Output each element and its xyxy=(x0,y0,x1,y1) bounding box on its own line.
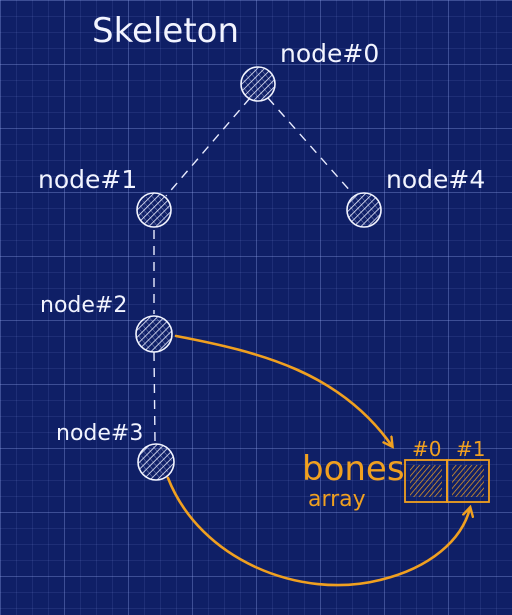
edge-node0-node4 xyxy=(267,97,353,194)
node-1-label: node#1 xyxy=(38,165,137,194)
node-4-label: node#4 xyxy=(386,165,485,194)
bones-sublabel: array xyxy=(308,487,366,512)
hierarchy-edges xyxy=(153,97,353,443)
node-1: node#1 xyxy=(38,165,172,228)
bones-array: bones array #0 #1 xyxy=(302,437,490,512)
bones-cell-0: #0 xyxy=(404,437,448,503)
node-2: node#2 xyxy=(40,293,173,353)
node-3: node#3 xyxy=(56,421,175,481)
edge-node0-node1 xyxy=(165,97,251,197)
node-0-label: node#0 xyxy=(280,39,379,68)
node-4: node#4 xyxy=(346,165,485,228)
bones-cell-0-label: #0 xyxy=(412,437,441,461)
edge-node2-node3 xyxy=(153,351,156,443)
node-3-label: node#3 xyxy=(56,421,143,446)
node-2-label: node#2 xyxy=(40,293,127,318)
bones-cell-1: #1 xyxy=(446,437,490,503)
arrow-node3-to-bone1 xyxy=(166,476,470,587)
mapping-arrows xyxy=(166,334,470,587)
arrow-node2-to-bone0 xyxy=(174,334,392,446)
bones-cell-1-label: #1 xyxy=(456,437,485,461)
bones-label: bones xyxy=(302,449,405,489)
node-0: node#0 xyxy=(240,39,379,102)
diagram-title: Skeleton xyxy=(92,11,239,51)
